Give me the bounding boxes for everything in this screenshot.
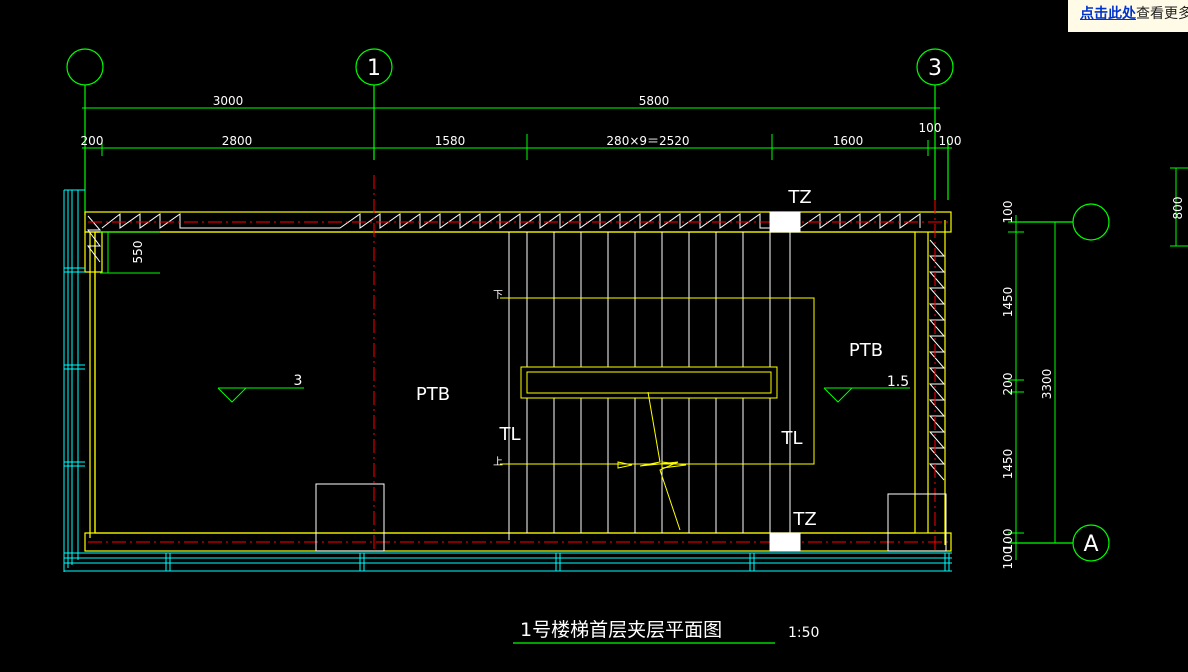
dim-right-3300: 3300 — [1040, 369, 1054, 400]
dim-3000: 3000 — [213, 94, 244, 108]
drawing-scale: 1:50 — [788, 625, 819, 641]
grid-axes — [66, 48, 1110, 562]
label-ptb-left: PTB — [416, 384, 450, 405]
drawing-title: 1号楼梯首层夹层平面图 — [520, 619, 722, 641]
handrail — [500, 297, 815, 531]
label-tz-top: TZ — [787, 187, 811, 208]
column-tz-bottom — [769, 532, 801, 552]
column-tz-top — [769, 211, 801, 233]
dim-right-100-bot-b: 100 — [1001, 547, 1015, 570]
dim-right-100-bot-a: 100 — [1001, 529, 1015, 552]
bottom-railing — [64, 552, 952, 572]
label-arrow-down: 下 — [493, 290, 503, 301]
label-tl-right: TL — [780, 428, 802, 449]
label-arrow-up: 上 — [493, 456, 503, 468]
dim-1600: 1600 — [833, 134, 864, 148]
columns — [315, 211, 947, 552]
walls — [84, 211, 952, 552]
promo-banner: 点击此处查看更多 — [1068, 0, 1188, 32]
level-marker-right — [823, 387, 910, 403]
dim-right-200: 200 — [1001, 373, 1015, 396]
dim-100-a: 100 — [919, 121, 942, 135]
dim-200: 200 — [81, 134, 104, 148]
label-ptb-right: PTB — [849, 340, 883, 361]
stair-treads — [508, 232, 791, 540]
axis-lines — [88, 175, 948, 550]
dim-right-1450-a: 1450 — [1001, 287, 1015, 318]
top-wall-hatch — [101, 212, 921, 229]
dim-stair-run: 280×9＝2520 — [606, 134, 689, 148]
banner-link[interactable]: 点击此处 — [1080, 6, 1136, 22]
dim-2800: 2800 — [222, 134, 253, 148]
label-tz-bottom: TZ — [792, 509, 816, 530]
label-level-right: 1.5 — [887, 374, 909, 390]
grid-label-1: 1 — [367, 56, 381, 81]
column-bottom-left — [315, 483, 385, 552]
level-marker-left — [217, 387, 304, 403]
dim-100-b: 100 — [939, 134, 962, 148]
grid-bubble-row-top — [1072, 203, 1110, 241]
label-tl-left: TL — [498, 424, 520, 445]
left-railing — [63, 189, 85, 572]
dim-1580: 1580 — [435, 134, 466, 148]
grid-bubble-left — [66, 48, 104, 86]
banner-text: 查看更多 — [1136, 6, 1188, 22]
right-dimensions — [1008, 167, 1188, 560]
dim-550: 550 — [131, 241, 145, 264]
right-wall-hatch — [928, 239, 946, 481]
dim-5800: 5800 — [639, 94, 670, 108]
dim-right-1450-b: 1450 — [1001, 449, 1015, 480]
dim-right-100-top: 100 — [1001, 201, 1015, 224]
grid-label-3: 3 — [928, 56, 942, 81]
label-level-left: 3 — [294, 373, 303, 389]
dim-right-800: 800 — [1171, 197, 1185, 220]
grid-label-A: A — [1083, 532, 1098, 557]
top-dimensions — [82, 104, 952, 160]
column-bottom-right — [887, 493, 947, 552]
